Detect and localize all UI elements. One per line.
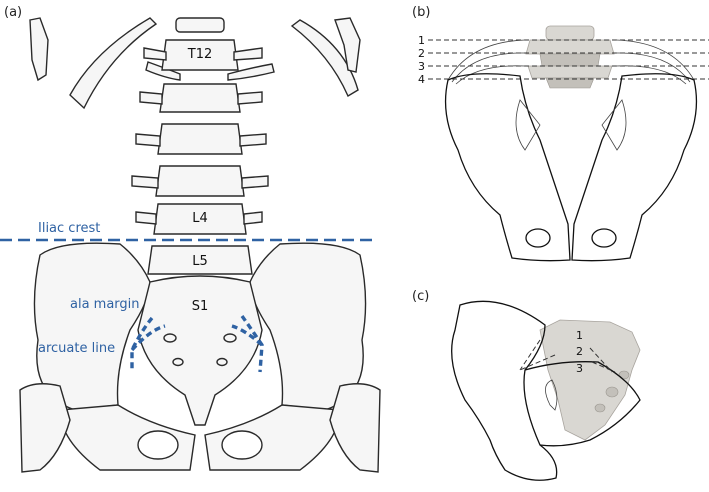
rendered-vertebra — [525, 25, 615, 89]
rendered-sacrum — [539, 319, 641, 441]
panel-b-label: (b) — [412, 5, 430, 20]
pelvis — [19, 242, 381, 473]
arcuate-line-right — [231, 324, 264, 347]
ala-margin-left — [130, 316, 154, 372]
lumbar-spine — [131, 17, 269, 275]
sacral-level-2: 2 — [576, 345, 583, 358]
panel-a-label: (a) — [4, 5, 22, 20]
pelvis-outline-c — [451, 300, 558, 481]
arcuate-line-label: arcuate line — [38, 341, 115, 356]
level-number-3: 3 — [418, 60, 425, 73]
label-l4: L4 — [192, 211, 208, 226]
sacral-level-3: 3 — [576, 362, 583, 375]
iliac-crest-label: Iliac crest — [38, 221, 100, 236]
level-number-1: 1 — [418, 34, 425, 47]
panel-c: (c) 1 2 3 — [412, 289, 641, 481]
panel-b: (b) 1 2 3 4 — [412, 5, 709, 262]
ribs — [29, 17, 361, 110]
ala-margin-label: ala margin — [70, 297, 140, 312]
panel-c-label: (c) — [412, 289, 429, 304]
level-number-2: 2 — [418, 47, 425, 60]
label-t12: T12 — [187, 47, 212, 62]
level-number-4: 4 — [418, 73, 425, 86]
panel-a: (a) — [0, 5, 381, 473]
label-s1: S1 — [192, 299, 209, 314]
pelvis-outline-b — [444, 73, 571, 262]
arcuate-line-left — [130, 324, 166, 352]
label-l5: L5 — [192, 254, 208, 269]
sacral-level-1: 1 — [576, 329, 583, 342]
